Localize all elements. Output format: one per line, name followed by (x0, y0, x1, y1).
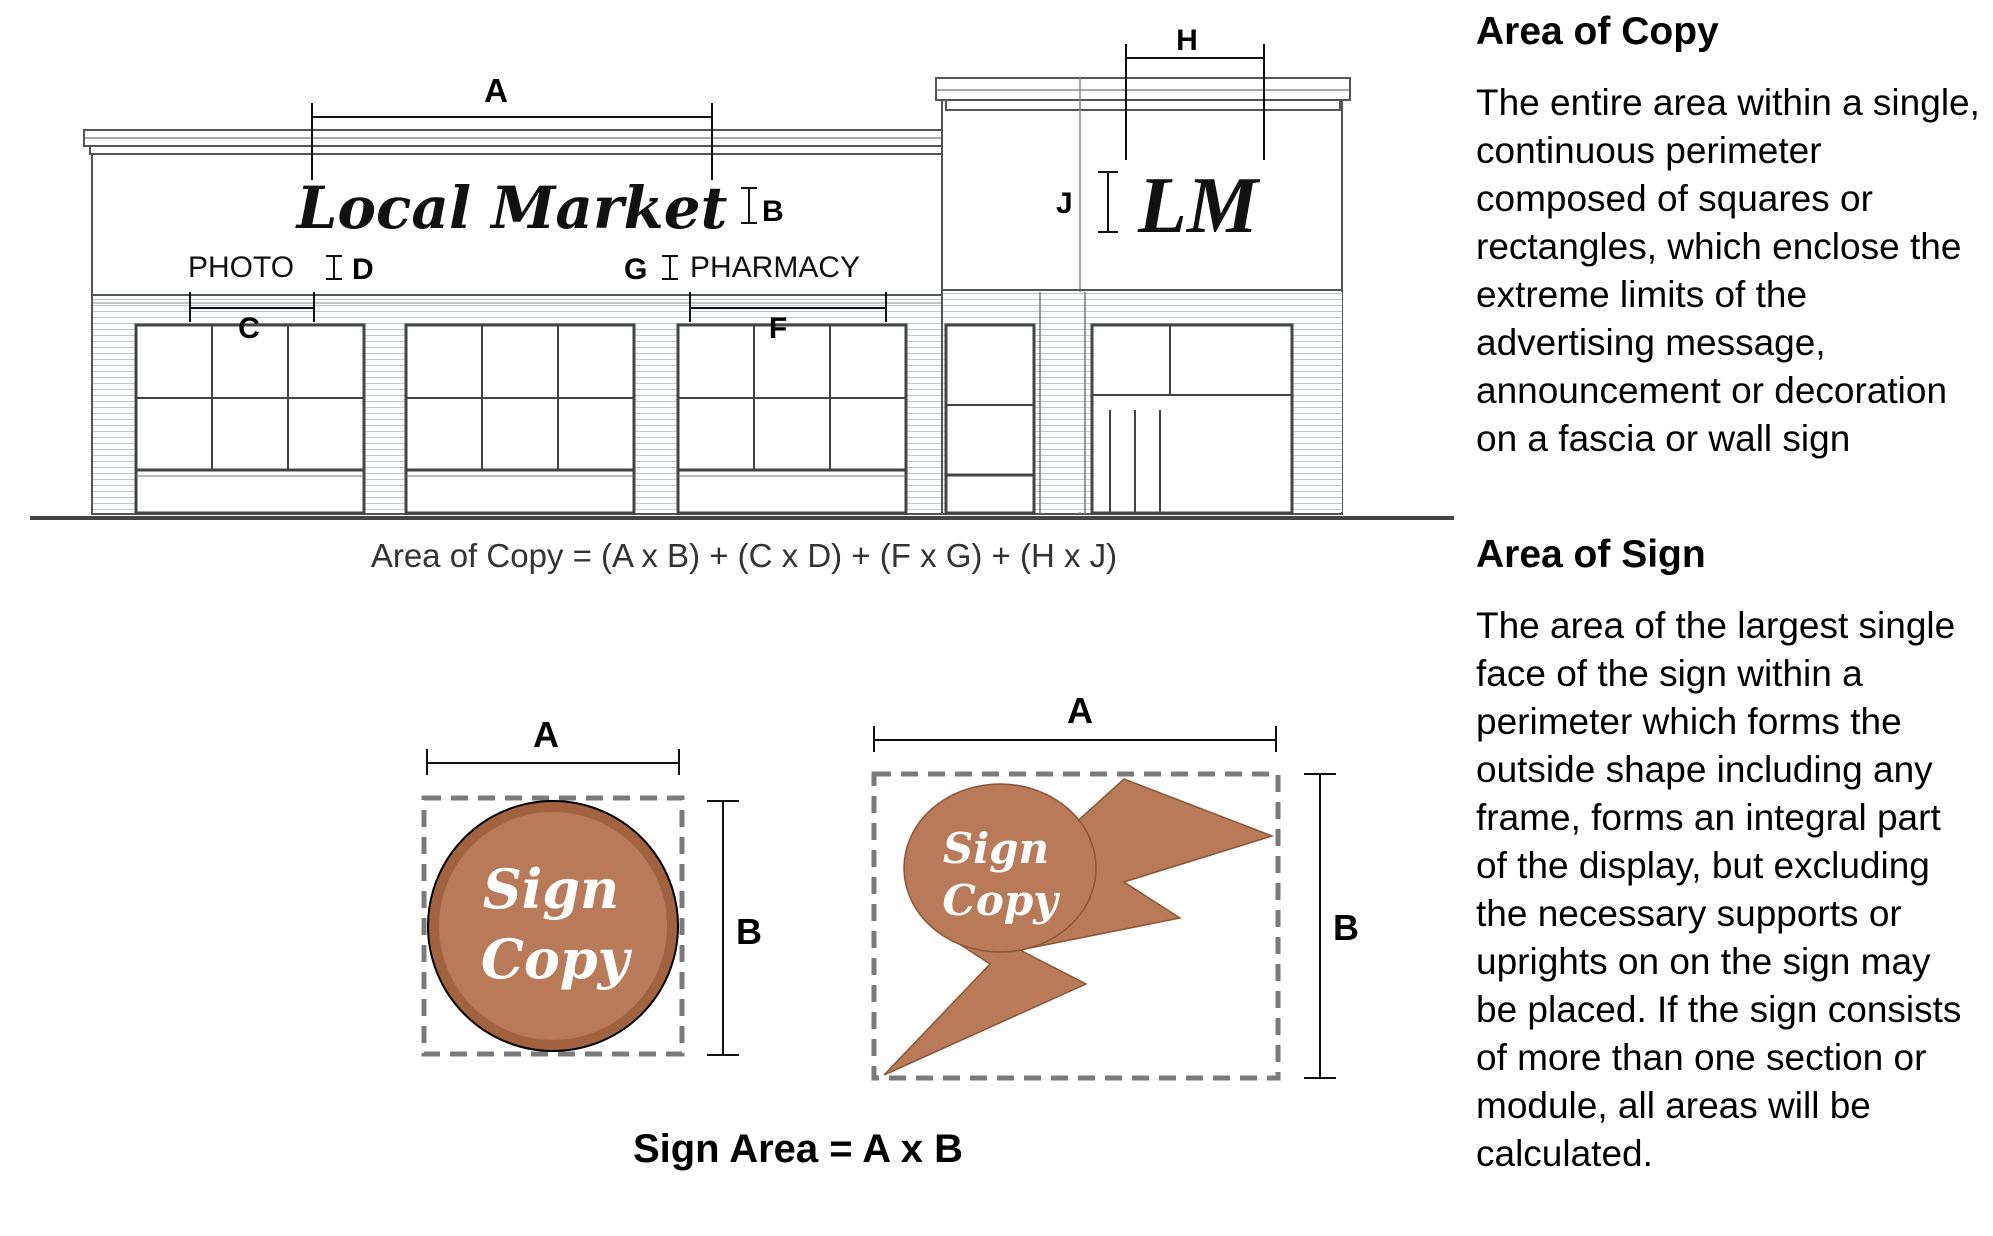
dimension-b-bolt (1304, 773, 1336, 1079)
bolt-sign-oval (903, 783, 1097, 953)
dimension-label-d: D (352, 253, 374, 286)
circle-bounding-box (421, 795, 685, 1057)
area-of-copy-heading: Area of Copy (1476, 10, 1719, 53)
dimension-a-circle (426, 749, 680, 775)
circle-sign-face (439, 812, 667, 1040)
store-name-sign: Local Market (295, 174, 728, 242)
dimension-label-b: B (762, 195, 784, 228)
circle-sign-text-line2: Copy (481, 927, 633, 991)
area-of-sign-heading: Area of Sign (1476, 533, 1706, 576)
definitions-panel: Area of Copy The entire area within a si… (1476, 0, 1986, 1236)
entrance-door (1090, 323, 1294, 515)
dimension-a-bolt (873, 726, 1277, 752)
circle-dim-label-b: B (736, 911, 762, 952)
window-1 (134, 323, 366, 515)
storefront-elevation: Local Market PHOTO PHARMACY LM A B D (30, 24, 1454, 574)
monogram-sign: LM (1137, 162, 1261, 250)
dimension-label-a: A (484, 72, 508, 109)
dimension-label-g: G (624, 253, 647, 286)
circle-sign-text-line1: Sign (483, 857, 620, 921)
photo-sign: PHOTO (188, 251, 294, 284)
bolt-dim-label-a: A (1067, 690, 1093, 731)
area-of-copy-formula: Area of Copy = (A x B) + (C x D) + (F x … (371, 537, 1117, 574)
pharmacy-sign: PHARMACY (690, 251, 860, 284)
bolt-sign-text-line1: Sign (943, 824, 1049, 873)
circle-dim-label-a: A (533, 714, 559, 755)
dimension-label-c: C (238, 312, 260, 345)
bolt-sign-example: A Sign Copy B (871, 690, 1359, 1081)
dimension-f-storefront (689, 292, 887, 322)
dimension-b-circle (707, 800, 739, 1056)
window-4 (944, 323, 1036, 515)
dimension-d-storefront (326, 255, 342, 280)
dimension-label-f: F (769, 312, 787, 345)
right-cornice (935, 77, 1351, 111)
bolt-bounding-box (871, 771, 1281, 1081)
window-2 (404, 323, 636, 515)
dimension-a-storefront (311, 103, 713, 180)
dimension-label-h: H (1176, 24, 1198, 57)
area-of-copy-definition: The entire area within a single, continu… (1476, 82, 1980, 459)
dimension-g-storefront (662, 255, 678, 280)
dimension-j-storefront (1098, 171, 1118, 233)
window-3 (676, 323, 908, 515)
sign-area-formula: Sign Area = A x B (633, 1127, 963, 1171)
storefront-windows (134, 323, 1294, 515)
dimension-c-storefront (189, 292, 315, 322)
sign-area-diagram: Local Market PHOTO PHARMACY LM A B D (30, 24, 1454, 1171)
dimension-h-storefront (1125, 44, 1265, 160)
bolt-dim-label-b: B (1333, 907, 1359, 948)
area-of-sign-definition: The area of the largest single face of t… (1476, 605, 1962, 1174)
circle-sign-example: A Sign Copy B (421, 714, 762, 1057)
bolt-sign-text-line2: Copy (942, 876, 1060, 925)
dimension-label-j: J (1056, 187, 1073, 220)
left-cornice (83, 129, 955, 155)
dimension-b-storefront (741, 187, 757, 224)
